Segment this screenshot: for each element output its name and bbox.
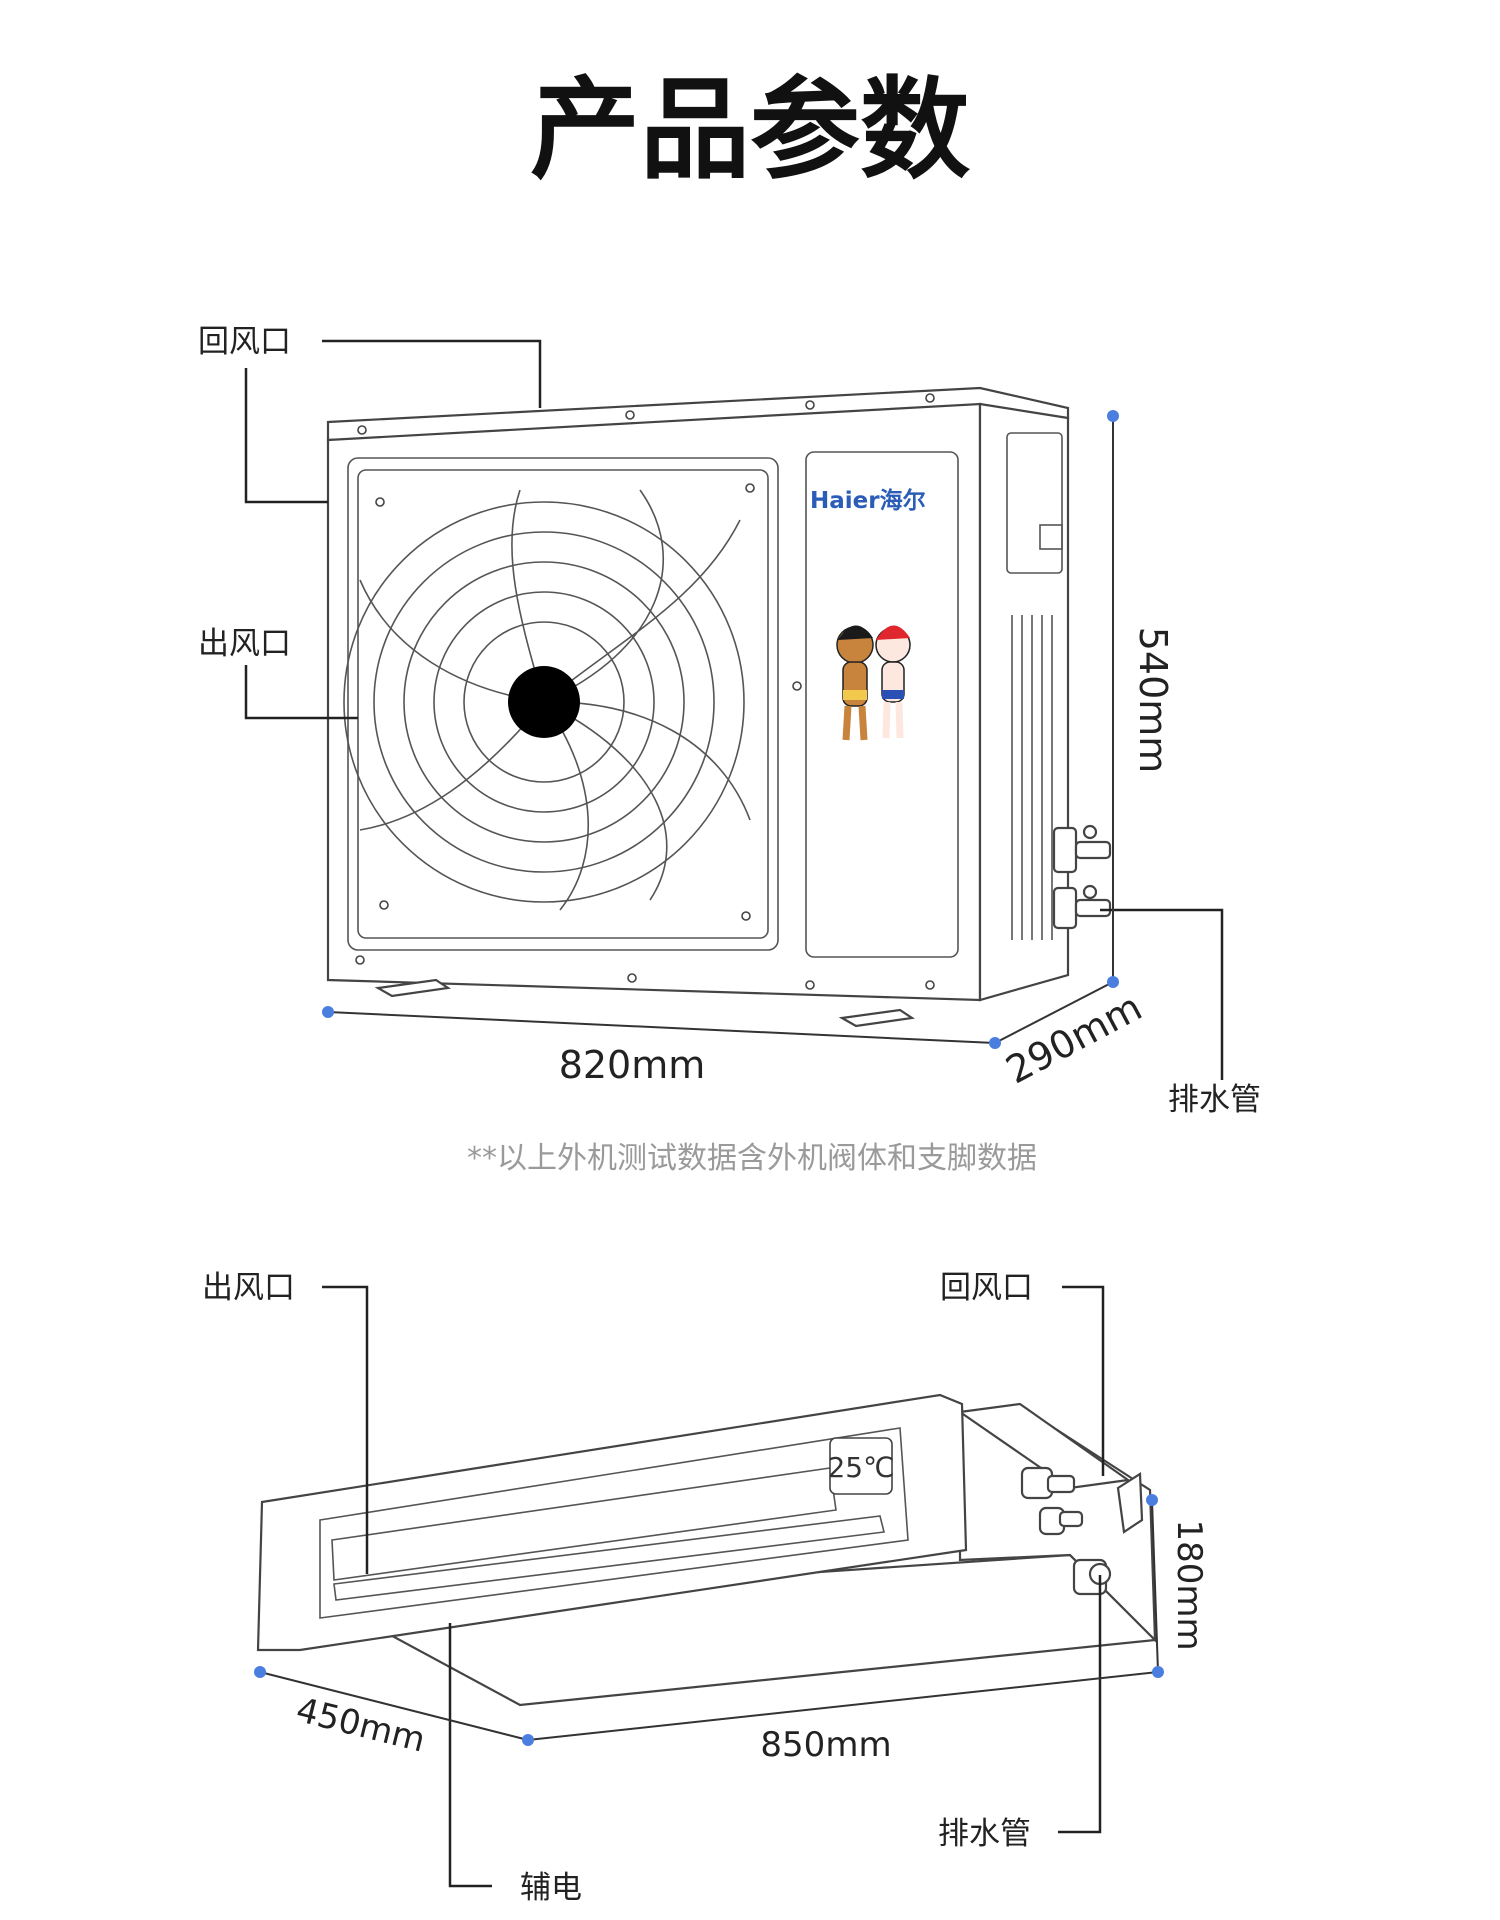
outdoor-return-air-label: 回风口 [198, 324, 291, 360]
mascot-icon [836, 625, 911, 741]
display-readout: 25℃ [827, 1451, 894, 1484]
outdoor-note: **以上外机测试数据含外机阀体和支脚数据 [467, 1141, 1037, 1176]
brand-logo: Haier海尔 [810, 487, 926, 514]
dimension-dot [989, 1037, 1001, 1049]
indoor-height-label: 180mm [1169, 1519, 1209, 1650]
fan-grille-frame [347, 457, 779, 951]
indoor-top-face [957, 1402, 1131, 1490]
indoor-front-panel [256, 1393, 968, 1652]
indoor-aux-heat-label: 辅电 [520, 1870, 582, 1906]
dimension-dot [1146, 1494, 1158, 1506]
air-outlet-frame [319, 1427, 909, 1619]
outdoor-dimensions [322, 410, 1119, 1049]
louver-2 [333, 1515, 885, 1601]
pipe-fitting-icon [1020, 1466, 1144, 1596]
page-title: 产品参数 [530, 66, 970, 194]
valve-icon [1052, 824, 1112, 930]
display-panel [829, 1437, 893, 1495]
dimension-dot [1107, 976, 1119, 988]
outdoor-top-face [326, 386, 1070, 442]
indoor-callouts [322, 1285, 1105, 1888]
service-panel [805, 451, 959, 958]
fan-grille-inner [357, 469, 769, 939]
indoor-return-air-label: 回风口 [940, 1270, 1033, 1306]
dimension-dot [322, 1006, 334, 1018]
screws [355, 393, 935, 990]
indoor-dimensions [254, 1494, 1164, 1746]
outdoor-drain-pipe-label: 排水管 [1168, 1082, 1261, 1118]
louver-1 [331, 1467, 837, 1581]
outdoor-callouts [244, 339, 1224, 1080]
indoor-unit: 25℃ [256, 1393, 1158, 1707]
foot-right [838, 1008, 916, 1028]
foot-left [374, 978, 452, 998]
dimension-dot [1152, 1666, 1164, 1678]
indoor-width-label: 850mm [760, 1725, 891, 1765]
indoor-air-outlet-label: 出风口 [202, 1270, 295, 1306]
outdoor-width-label: 820mm [559, 1043, 706, 1087]
dimension-dot [522, 1734, 534, 1746]
side-vents [1006, 432, 1063, 940]
outdoor-depth-label: 290mm [999, 985, 1149, 1093]
outdoor-air-outlet-label: 出风口 [198, 626, 291, 662]
outdoor-side-body [978, 402, 1070, 1002]
indoor-drain-pipe-label: 排水管 [938, 1816, 1031, 1852]
outdoor-height-label: 540mm [1131, 627, 1175, 774]
outdoor-unit: Haier海尔 [326, 386, 1112, 1028]
indoor-depth-label: 450mm [292, 1690, 429, 1761]
fan-hub [508, 666, 580, 738]
dimension-dot [254, 1666, 266, 1678]
dimension-dot [1107, 410, 1119, 422]
